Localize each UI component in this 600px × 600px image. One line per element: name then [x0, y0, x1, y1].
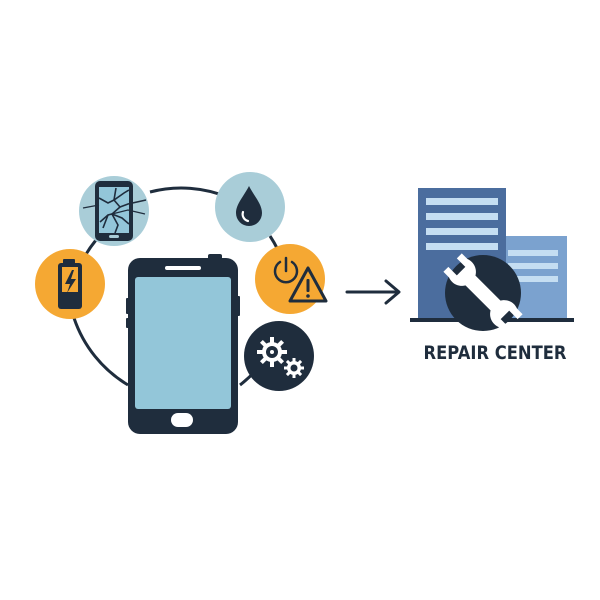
battery-charging-icon [35, 249, 105, 319]
repair-center-label: REPAIR CENTER [423, 342, 567, 364]
power-warning-icon [255, 244, 328, 314]
phone-screen [135, 277, 231, 409]
arrow-right-icon [345, 279, 401, 305]
water-drop-icon [215, 172, 285, 242]
home-button [171, 413, 193, 427]
smartphone [126, 254, 240, 434]
wrench-icon [443, 253, 523, 333]
gears-icon [244, 321, 314, 391]
cracked-phone-icon [79, 176, 149, 246]
